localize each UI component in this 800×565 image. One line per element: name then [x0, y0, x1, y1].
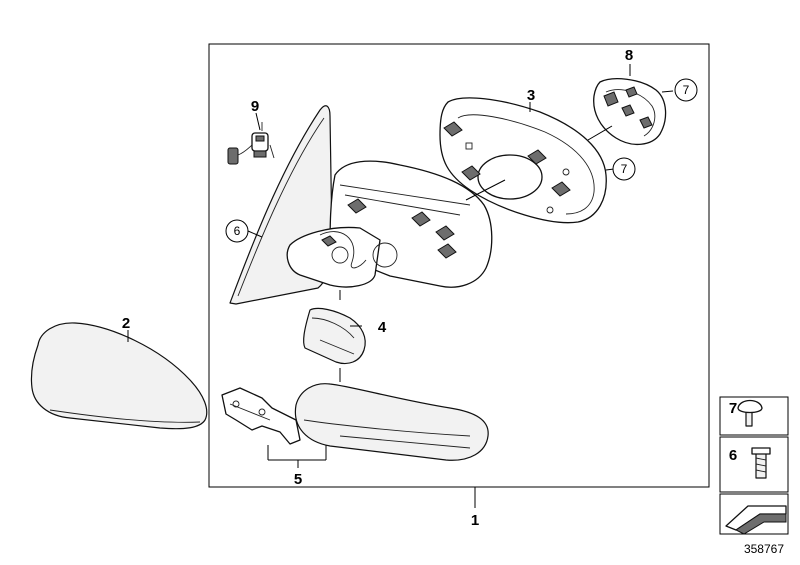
- callout-1: 1: [471, 512, 479, 529]
- callout-9: 9: [251, 98, 259, 115]
- part-mounting-bracket[interactable]: [221, 387, 301, 445]
- part-lower-cover[interactable]: [303, 307, 366, 365]
- part-temperature-sensor[interactable]: [227, 122, 275, 165]
- callout-3: 3: [527, 87, 535, 104]
- legend-screw-6: [719, 436, 789, 493]
- callout-8: 8: [625, 47, 633, 64]
- assembly-frame: [208, 43, 710, 488]
- badge-circle-7-mid: [612, 157, 636, 181]
- screw-7-head: [737, 399, 763, 414]
- part-actuator-motor[interactable]: [587, 78, 667, 145]
- part-mirror-cap[interactable]: [30, 322, 208, 430]
- badge-circle-7-top: [674, 78, 698, 102]
- callout-5: 5: [294, 471, 302, 488]
- legend-label-7: 7: [729, 400, 737, 417]
- catalog-number: 358767: [744, 542, 784, 556]
- part-mirror-drive-unit[interactable]: [286, 160, 493, 288]
- part-mirror-glass[interactable]: [439, 97, 607, 224]
- callout-7-mid: 7: [621, 162, 628, 176]
- part-turn-signal-lens[interactable]: [294, 383, 489, 461]
- screw-6-head: [751, 447, 771, 455]
- screw-7-shank: [745, 411, 753, 427]
- callout-2: 2: [122, 315, 130, 332]
- legend-arrow-box: [719, 493, 789, 535]
- legend-label-6: 6: [729, 447, 737, 464]
- callout-6: 6: [234, 224, 241, 238]
- callout-4: 4: [378, 319, 387, 336]
- legend-screw-7: [719, 396, 789, 436]
- callout-7-top: 7: [683, 83, 690, 97]
- badge-circle-6: [225, 219, 249, 243]
